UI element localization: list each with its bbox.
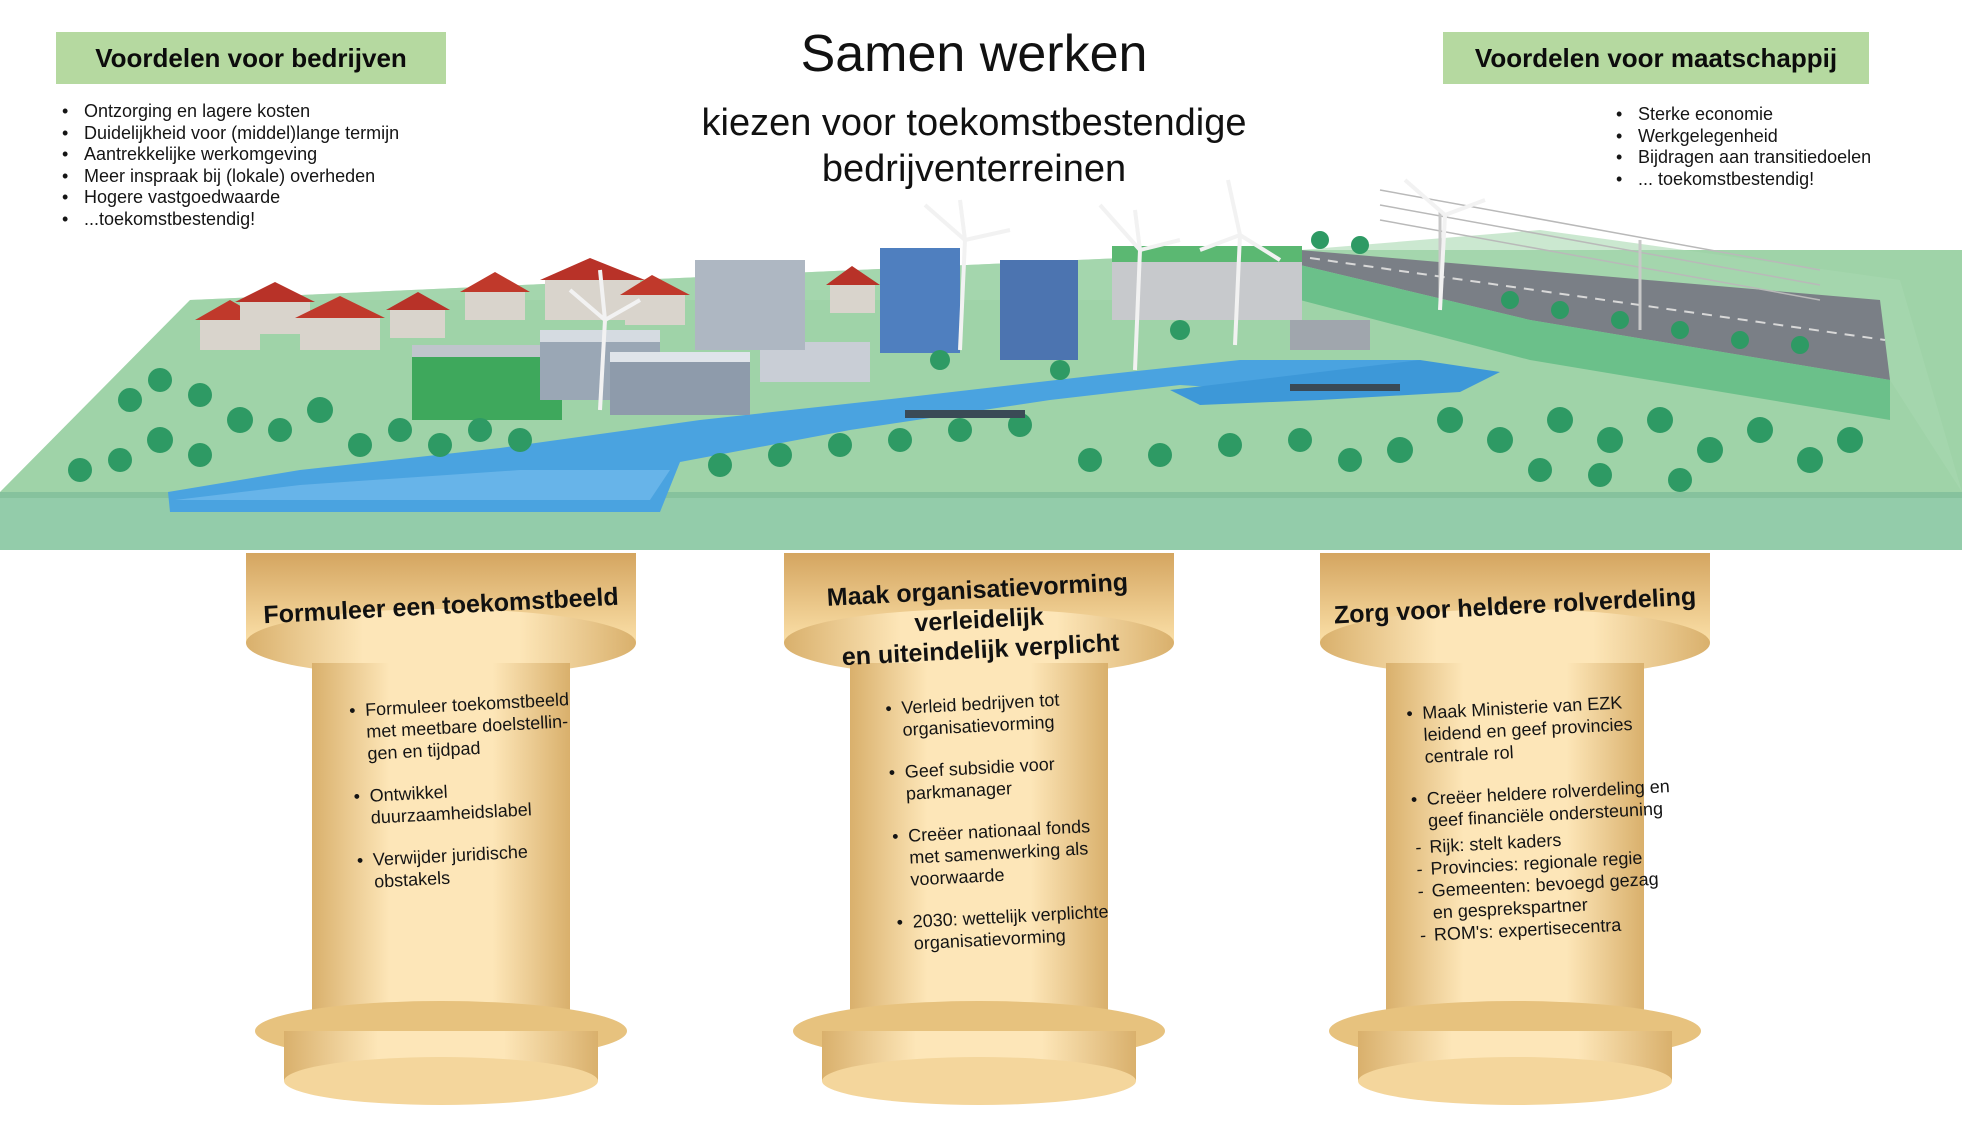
canal-reflection <box>175 470 670 500</box>
benefits-society-list: Sterke economie Werkgelegenheid Bijdrage… <box>1614 104 1871 190</box>
benefits-companies-heading: Voordelen voor bedrijven <box>56 32 446 84</box>
highway-marking <box>1309 257 1886 341</box>
list-item: ...toekomstbestendig! <box>60 209 399 231</box>
list-item: Bijdragen aan transitiedoelen <box>1614 147 1871 169</box>
business-park-illustration <box>0 178 1962 550</box>
pillar-organisation: Maak organisatievorming verleidelijk en … <box>784 553 1174 1113</box>
sub-list: Rijk: stelt kaders Provincies: regionale… <box>1413 821 1708 946</box>
list-item: Sterke economie <box>1614 104 1871 126</box>
list-item: Hogere vastgoedwaarde <box>60 187 399 209</box>
page-title: Samen werken <box>800 25 1148 83</box>
pillar-roles: Zorg voor heldere rolverdeling Maak Mini… <box>1320 553 1710 1113</box>
factory-buildings <box>412 246 1370 420</box>
list-item: Duidelijkheid voor (middel)lange termijn <box>60 123 399 145</box>
highway-wall <box>1300 265 1890 420</box>
list-item: Meer inspraak bij (lokale) overheden <box>60 166 399 188</box>
residential-houses <box>195 258 880 350</box>
list-item: Werkgelegenheid <box>1614 126 1871 148</box>
power-line <box>1379 189 1821 271</box>
slab-edge-shade <box>0 492 1962 498</box>
benefits-companies-list: Ontzorging en lagere kosten Duidelijkhei… <box>60 101 399 230</box>
subtitle-line: kiezen voor toekomstbestendige <box>701 102 1247 144</box>
power-line <box>1379 219 1821 301</box>
page-subtitle: kiezen voor toekomstbestendige bedrijven… <box>640 100 1308 192</box>
power-line <box>1379 204 1821 286</box>
pillar-items: Verleid bedrijven totorganisatievorming … <box>885 685 1149 976</box>
boats <box>905 384 1400 418</box>
list-item: Ontzorging en lagere kosten <box>60 101 399 123</box>
subtitle-line: bedrijventerreinen <box>821 148 1127 190</box>
wind-turbines <box>568 178 1486 411</box>
harbour-basin <box>1170 360 1500 405</box>
list-item: ... toekomstbestendig! <box>1614 169 1871 191</box>
trees <box>68 231 1863 492</box>
pillar-vision: Formuleer een toekomstbeeld Formuleer to… <box>246 553 636 1113</box>
benefits-society-heading: Voordelen voor maatschappij <box>1443 32 1869 84</box>
list-item: Aantrekkelijke werkomgeving <box>60 144 399 166</box>
pillar-shape <box>246 553 636 1105</box>
list-item: 2030: wettelijk verplichteorganisatievor… <box>896 898 1148 955</box>
